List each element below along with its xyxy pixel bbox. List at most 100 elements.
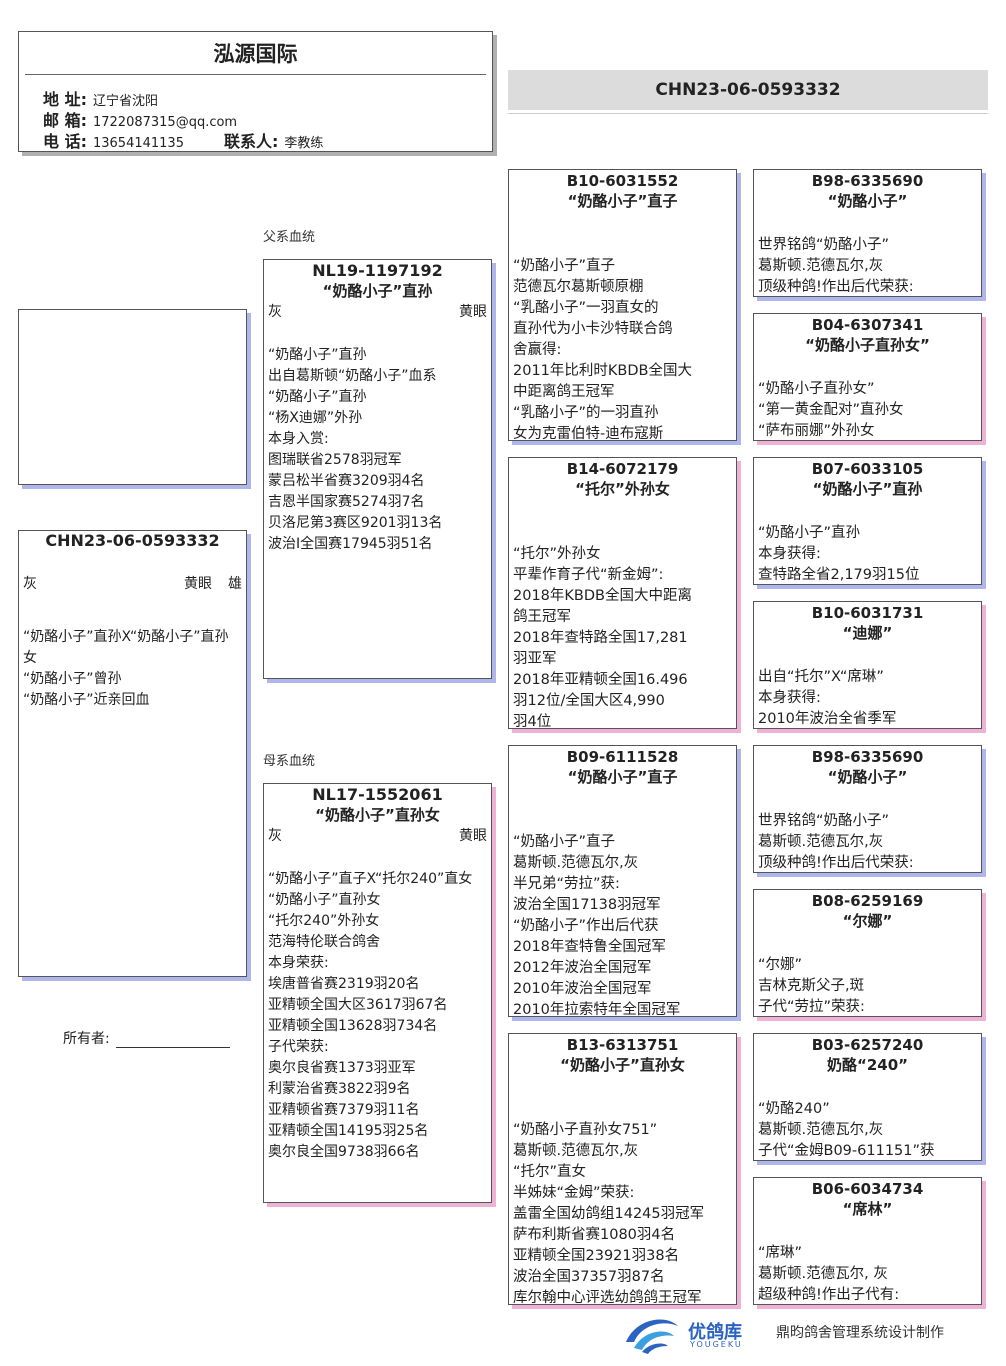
subject-ring-number: CHN23-06-0593332 xyxy=(45,531,220,550)
sire-card: NL19-1197192 “奶酪小子”直孙 灰 黄眼 “奶酪小子”直孙 出自葛斯… xyxy=(263,259,492,679)
description-line: 2018年亚精顿全国16.496 xyxy=(513,672,688,688)
email-value: 1722087315@qq.com xyxy=(92,115,238,130)
description-line: 葛斯顿.范德瓦尔,灰 xyxy=(758,834,884,850)
contact-label: 联系人: xyxy=(223,132,279,151)
dam-ring-number: NL17-1552061 xyxy=(312,785,443,804)
description-line: “奶酪小子”作出后代获 xyxy=(513,918,659,934)
subject-traits: 灰 黄眼 雄 xyxy=(19,573,246,595)
header-divider xyxy=(25,74,486,75)
pigeon-name: “奶酪小子” xyxy=(827,192,908,210)
sire-description: “奶酪小子”直孙 出自葛斯顿“奶酪小子”血系 “奶酪小子”直孙 “杨X迪娜”外孙… xyxy=(264,345,491,555)
description-line: 葛斯顿.范德瓦尔,灰 xyxy=(758,258,884,274)
description-line: 羽12位/全国大区4,990 xyxy=(513,693,665,709)
grandparent-card-3: B09-6111528 “奶酪小子”直子 “奶酪小子”直子 葛斯顿.范德瓦尔,灰… xyxy=(508,745,737,1017)
pigeon-name: “奶酪小子” xyxy=(827,768,908,786)
grandparent-card-4: B13-6313751 “奶酪小子”直孙女 “奶酪小子直孙女751” 葛斯顿.范… xyxy=(508,1033,737,1305)
dam-traits: 灰 黄眼 xyxy=(264,825,491,847)
description-line: 波治全国37357羽87名 xyxy=(513,1269,665,1285)
description-line: 本身获得: xyxy=(758,690,821,706)
ring-number: B06-6034734 xyxy=(811,1180,924,1198)
description-line: 亚精顿全国大区3617羽67名 xyxy=(268,997,448,1013)
pigeon-description: “尔娜” 吉林克斯父子,斑 子代“劳拉”荣获: xyxy=(754,955,981,1016)
description-line: “奶酪240” xyxy=(758,1101,830,1117)
great-grandparent-card-6: B08-6259169 “尔娜” “尔娜” 吉林克斯父子,斑 子代“劳拉”荣获: xyxy=(753,889,982,1017)
loft-info-card: 泓源国际 地 址:辽宁省沈阳 邮 箱:1722087315@qq.com 电 话… xyxy=(18,31,493,152)
loft-name: 泓源国际 xyxy=(213,42,298,66)
great-grandparent-card-3: B07-6033105 “奶酪小子”直孙 “奶酪小子”直孙 本身获得: 查特路全… xyxy=(753,457,982,585)
pigeon-description: “奶酪小子直孙女751” 葛斯顿.范德瓦尔,灰 “托尔”直女 半姊妹“金姆”荣获… xyxy=(509,1120,736,1304)
dam-side-label: 母系血统 xyxy=(263,754,316,769)
description-line: 女为克雷伯特-迪布寇斯 xyxy=(513,426,664,441)
description-line: 子代荣获: xyxy=(268,1039,329,1055)
pigeon-name: “奶酪小子”直子 xyxy=(567,192,678,210)
description-line: 2011年比利时KBDB全国大 xyxy=(513,363,692,379)
description-line: 顶级种鸽!作出后代荣获: xyxy=(758,279,914,295)
description-line: 子代“金姆B09-611151”获 xyxy=(758,1143,935,1159)
description-line: 吉林克斯父子,斑 xyxy=(758,978,865,994)
great-grandparent-card-1: B98-6335690 “奶酪小子” 世界铭鸽“奶酪小子” 葛斯顿.范德瓦尔,灰… xyxy=(753,169,982,297)
description-line: 图瑞联省2578羽冠军 xyxy=(268,452,402,468)
pigeon-name: “托尔”外孙女 xyxy=(575,480,670,498)
sire-eye: 黄眼 xyxy=(459,304,487,320)
pigeon-description: “席琳” 葛斯顿.范德瓦尔, 灰 超级种鸽!作出子代有: xyxy=(754,1243,981,1304)
description-line: 2010年波治全国冠军 xyxy=(513,981,652,997)
great-grandparent-card-2: B04-6307341 “奶酪小子直孙女” “奶酪小子直孙女” “第一黄金配对”… xyxy=(753,313,982,441)
description-line: 2018年KBDB全国大中距离 xyxy=(513,588,692,604)
description-line: 本身入赏: xyxy=(268,431,329,447)
description-line: 吉恩半国家赛5274羽7名 xyxy=(268,494,425,510)
description-line: 出自葛斯顿“奶酪小子”血系 xyxy=(268,368,437,384)
ring-number: B07-6033105 xyxy=(811,460,924,478)
email-label: 邮 箱: xyxy=(43,111,87,130)
description-line: 埃唐普省赛2319羽20名 xyxy=(268,976,420,992)
description-line: 2018年查特鲁全国冠军 xyxy=(513,939,666,955)
description-line: 子代“劳拉”荣获: xyxy=(758,999,865,1015)
subject-ring-banner: CHN23-06-0593332 xyxy=(508,70,988,110)
subject-description: “奶酪小子”直孙X“奶酪小子”直孙女 “奶酪小子”曾孙 “奶酪小子”近亲回血 xyxy=(19,627,246,711)
description-line: 葛斯顿.范德瓦尔,灰 xyxy=(513,1143,639,1159)
dam-card: NL17-1552061 “奶酪小子”直孙女 灰 黄眼 “奶酪小子”直子X“托尔… xyxy=(263,783,492,1203)
subject-color: 灰 xyxy=(23,576,37,592)
pigeon-description: “托尔”外孙女 平辈作育子代“新金姆”: 2018年KBDB全国大中距离 鸽王冠… xyxy=(509,544,736,728)
pigeon-name: “席林” xyxy=(842,1200,893,1218)
sire-ring-number: NL19-1197192 xyxy=(312,261,443,280)
sire-name: “奶酪小子”直孙 xyxy=(322,282,433,300)
pigeon-name: “迪娜” xyxy=(842,624,893,642)
dam-eye: 黄眼 xyxy=(459,828,487,844)
pigeon-description: 世界铭鸽“奶酪小子” 葛斯顿.范德瓦尔,灰 顶级种鸽!作出后代荣获: xyxy=(754,811,981,872)
yougeku-logo-icon xyxy=(626,1319,678,1354)
brand-name: 优鸽库 xyxy=(688,1322,742,1343)
dam-name: “奶酪小子”直孙女 xyxy=(315,806,440,824)
description-line: 亚精顿全国23921羽38名 xyxy=(513,1248,680,1264)
description-line: 范海特伦联合鸽舍 xyxy=(268,934,380,950)
grandparent-card-2: B14-6072179 “托尔”外孙女 “托尔”外孙女 平辈作育子代“新金姆”:… xyxy=(508,457,737,729)
description-line: “乳酪小子”的一羽直孙 xyxy=(513,405,659,421)
ring-number: B04-6307341 xyxy=(811,316,924,334)
grandparent-card-1: B10-6031552 “奶酪小子”直子 “奶酪小子”直子 范德瓦尔葛斯顿原棚 … xyxy=(508,169,737,441)
ring-number: B13-6313751 xyxy=(566,1036,679,1054)
description-line: 利蒙治省赛3822羽9名 xyxy=(268,1081,411,1097)
ring-number: B10-6031731 xyxy=(811,604,924,622)
description-line: 平辈作育子代“新金姆”: xyxy=(513,567,664,583)
description-line: 亚精顿省赛7379羽11名 xyxy=(268,1102,420,1118)
ring-number: B98-6335690 xyxy=(811,172,924,190)
description-line: “奶酪小子”直子 xyxy=(513,258,616,274)
pigeon-description: 出自“托尔”X“席琳” 本身获得: 2010年波治全省季军 xyxy=(754,667,981,728)
pigeon-description: “奶酪小子”直孙 本身获得: 查特路全省2,179羽15位 xyxy=(754,523,981,584)
dam-description: “奶酪小子”直子X“托尔240”直女 “奶酪小子”直孙女 “托尔240”外孙女 … xyxy=(264,869,491,1163)
email-row: 邮 箱: 1722087315@qq.com xyxy=(43,107,237,131)
pigeon-description: “奶酪小子直孙女” “第一黄金配对”直孙女 “萨布丽娜”外孙女 xyxy=(754,379,981,440)
description-line: “乳酪小子”一羽直女的 xyxy=(513,300,659,316)
description-line: “托尔”直女 xyxy=(513,1164,587,1180)
sire-side-label: 父系血统 xyxy=(263,230,316,245)
description-line: 波治I全国赛17945羽51名 xyxy=(268,536,433,552)
description-line: 贝洛尼第3赛区9201羽13名 xyxy=(268,515,443,531)
phone-label: 电 话: xyxy=(43,132,87,151)
description-line: 亚精顿全国13628羽734名 xyxy=(268,1018,438,1034)
description-line: 葛斯顿.范德瓦尔,灰 xyxy=(758,1122,884,1138)
description-line: “奶酪小子”曾孙 xyxy=(23,671,122,687)
ring-number: B08-6259169 xyxy=(811,892,924,910)
description-line: “萨布丽娜”外孙女 xyxy=(758,423,875,439)
description-line: 直孙代为小卡沙特联合鸽 xyxy=(513,321,673,337)
description-line: 超级种鸽!作出子代有: xyxy=(758,1287,900,1303)
